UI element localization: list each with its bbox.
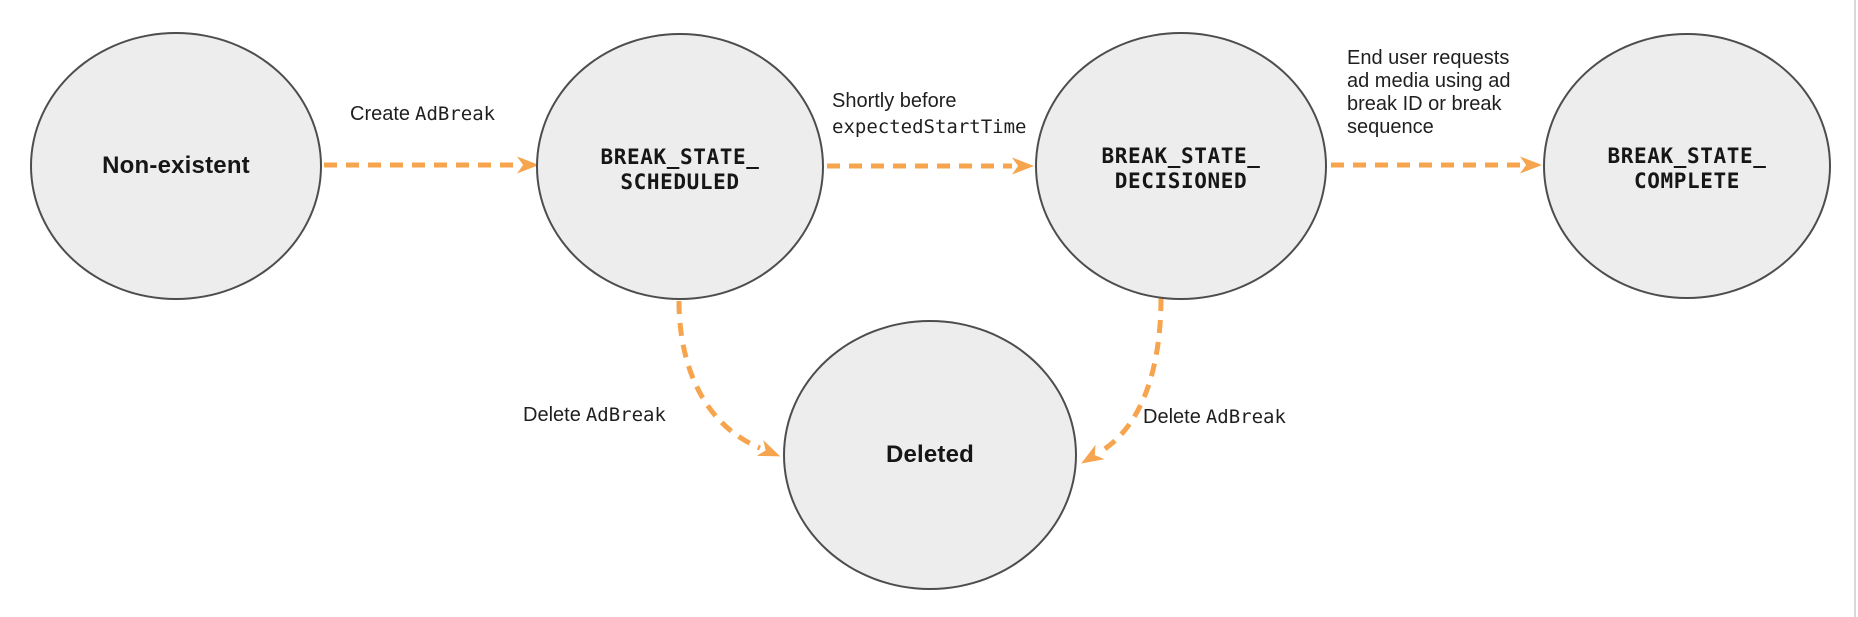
state-node-break-state-complete: BREAK_STATE_ COMPLETE bbox=[1543, 33, 1831, 299]
edge-delete-adbreak-from-scheduled bbox=[676, 300, 781, 457]
state-label-break-state-decisioned: BREAK_STATE_ DECISIONED bbox=[1101, 144, 1261, 193]
state-label-deleted: Deleted bbox=[885, 441, 975, 468]
edge-label-shortly-before: Shortly before expectedStartTime bbox=[832, 90, 1027, 138]
edge-label-end-user-requests: End user requests ad media using ad brea… bbox=[1347, 47, 1511, 138]
state-node-break-state-scheduled: BREAK_STATE_ SCHEDULED bbox=[536, 33, 824, 300]
state-node-deleted: Deleted bbox=[783, 320, 1077, 590]
page-right-edge bbox=[1854, 0, 1856, 617]
state-node-non-existent: Non-existent bbox=[30, 32, 322, 300]
state-node-break-state-decisioned: BREAK_STATE_ DECISIONED bbox=[1035, 32, 1327, 300]
state-label-break-state-complete: BREAK_STATE_ COMPLETE bbox=[1607, 144, 1767, 193]
state-label-non-existent: Non-existent bbox=[102, 152, 250, 179]
state-label-break-state-scheduled: BREAK_STATE_ SCHEDULED bbox=[600, 144, 760, 194]
edge-delete-adbreak-from-decisioned bbox=[1081, 297, 1164, 464]
